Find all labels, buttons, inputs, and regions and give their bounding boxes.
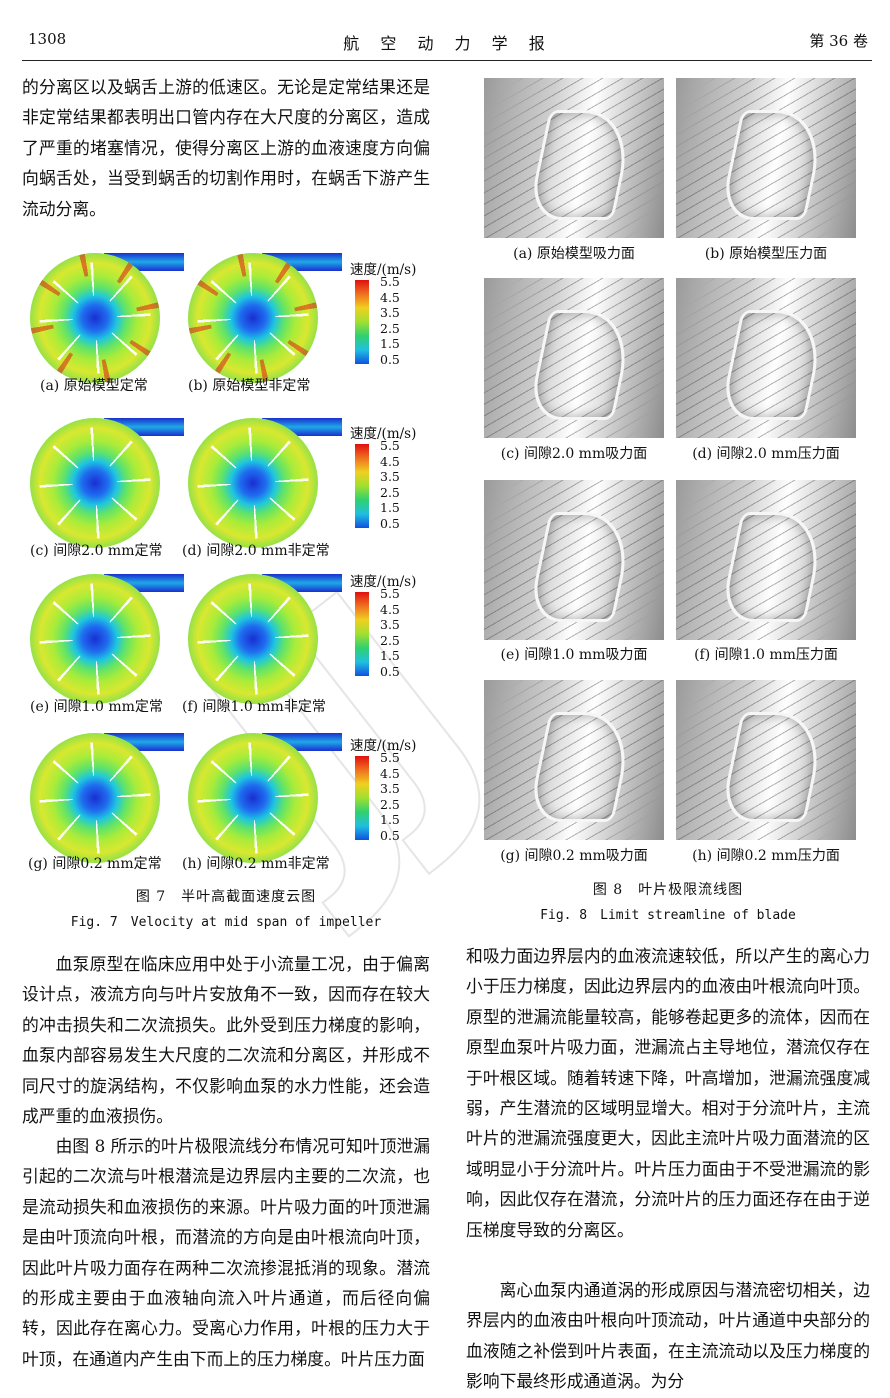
legend-tick: 5.5: [380, 750, 400, 765]
legend-colorbar: [355, 592, 369, 676]
velocity-contour: [30, 733, 160, 863]
legend-tick: 1.5: [380, 500, 400, 515]
legend-tick: 4.5: [380, 289, 400, 305]
legend-tick: 1.5: [380, 812, 400, 827]
legend-tick: 0.5: [380, 663, 400, 679]
body-paragraph: 由图 8 所示的叶片极限流线分布情况可知叶顶泄漏引起的二次流与叶根潜流是边界层内…: [22, 1136, 430, 1369]
subfigure-caption: (d) 间隙2.0 mm压力面: [692, 446, 840, 462]
velocity-contour: [188, 574, 318, 704]
legend-title: 速度/(m/s): [350, 262, 417, 278]
streamline-image: [676, 480, 856, 640]
figure-caption-en: Fig. 7 Velocity at mid span of impeller: [70, 915, 382, 930]
streamline-image: [484, 278, 664, 438]
subfigure-caption: (h) 间隙0.2 mm非定常: [182, 856, 330, 872]
subfigure-caption: (g) 间隙0.2 mm定常: [28, 856, 162, 872]
subfigure-caption: (g) 间隙0.2 mm吸力面: [500, 848, 648, 864]
legend-tick: 2.5: [380, 320, 400, 336]
fig7-row: (a) 原始模型定常 (b) 原始模型非定常: [22, 245, 430, 405]
figure-caption-en: Fig. 8 Limit streamline of blade: [540, 908, 796, 923]
subfigure-caption: (f) 间隙1.0 mm压力面: [694, 647, 838, 663]
legend-tick: 0.5: [380, 351, 400, 367]
legend-tick: 2.5: [380, 484, 400, 500]
legend-tick: 2.5: [380, 632, 400, 648]
legend-colorbar: [355, 280, 369, 364]
legend-tick: 3.5: [380, 781, 400, 796]
body-paragraph: 血泵原型在临床应用中处于小流量工况，由于偏离设计点，液流方向与叶片安放角不一致，…: [22, 954, 430, 1127]
subfigure-caption: (f) 间隙1.0 mm非定常: [182, 699, 326, 715]
subfigure-caption: (a) 原始模型定常: [40, 378, 148, 394]
header-rule: [22, 60, 872, 61]
velocity-contour: [188, 253, 318, 383]
fig7-row: (c) 间隙2.0 mm定常 (d) 间隙2.0 mm非定常: [22, 410, 430, 570]
page-number: 1308: [28, 30, 67, 48]
velocity-contour: [188, 733, 318, 863]
journal-title: 航 空 动 力 学 报: [343, 34, 553, 53]
body-paragraph: 离心血泵内通道涡的形成原因与潜流密切相关，边界层内的血液由叶根向叶顶流动，叶片通…: [466, 1280, 870, 1392]
legend-tick: 3.5: [380, 617, 400, 632]
legend-colorbar: [355, 444, 369, 528]
figure-caption-cn: 图 8 叶片极限流线图: [592, 882, 744, 898]
legend-tick: 3.5: [380, 469, 400, 484]
legend-tick: 0.5: [380, 515, 400, 531]
streamline-image: [676, 278, 856, 438]
subfigure-caption: (b) 原始模型非定常: [188, 378, 311, 394]
legend-tick: 4.5: [380, 765, 400, 781]
subfigure-caption: (e) 间隙1.0 mm定常: [30, 699, 163, 715]
velocity-contour: [30, 418, 160, 548]
legend-ticks: 5.5 4.5 3.5 2.5 1.5 0.5: [380, 586, 400, 679]
legend-ticks: 5.5 4.5 3.5 2.5 1.5 0.5: [380, 750, 400, 843]
velocity-contour: [188, 418, 318, 548]
streamline-image: [484, 480, 664, 640]
subfigure-caption: (d) 间隙2.0 mm非定常: [182, 543, 330, 559]
volume-label: 第 36 卷: [809, 32, 868, 50]
subfigure-caption: (a) 原始模型吸力面: [513, 246, 635, 262]
page-header: 1308 航 空 动 力 学 报 第 36 卷: [28, 30, 868, 56]
legend-ticks: 5.5 4.5 3.5 2.5 1.5 0.5: [380, 438, 400, 531]
subfigure-caption: (e) 间隙1.0 mm吸力面: [500, 647, 648, 663]
legend-colorbar: [355, 756, 369, 840]
subfigure-caption: (c) 间隙2.0 mm定常: [30, 543, 163, 559]
streamline-image: [676, 78, 856, 238]
legend-ticks: 5.5 4.5 3.5 2.5 1.5 0.5: [380, 274, 400, 367]
legend-title: 速度/(m/s): [350, 738, 417, 754]
fig7-row: (g) 间隙0.2 mm定常 (h) 间隙0.2 mm非定常: [22, 725, 430, 885]
fig7-row: (e) 间隙1.0 mm定常 (f) 间隙1.0 mm非定常: [22, 566, 430, 726]
subfigure-caption: (h) 间隙0.2 mm压力面: [692, 848, 840, 864]
streamline-image: [676, 680, 856, 840]
legend-tick: 1.5: [380, 648, 400, 663]
legend-tick: 2.5: [380, 796, 400, 812]
velocity-contour: [30, 574, 160, 704]
legend-tick: 4.5: [380, 453, 400, 469]
legend-tick: 5.5: [380, 586, 400, 601]
legend-tick: 5.5: [380, 274, 400, 289]
streamline-image: [484, 78, 664, 238]
legend-tick: 5.5: [380, 438, 400, 453]
figure-caption-cn: 图 7 半叶高截面速度云图: [135, 889, 317, 905]
velocity-contour: [30, 253, 160, 383]
legend-tick: 0.5: [380, 827, 400, 843]
body-paragraph: 和吸力面边界层内的血液流速较低，所以产生的离心力小于压力梯度，因此边界层内的血液…: [466, 946, 870, 1240]
streamline-image: [484, 680, 664, 840]
legend-title: 速度/(m/s): [350, 426, 417, 442]
subfigure-caption: (b) 原始模型压力面: [704, 246, 828, 262]
legend-tick: 3.5: [380, 305, 400, 320]
legend-tick: 1.5: [380, 336, 400, 351]
intro-paragraph: 的分离区以及蜗舌上游的低速区。无论是定常结果还是非定常结果都表明出口管内存在大尺…: [22, 77, 430, 219]
subfigure-caption: (c) 间隙2.0 mm吸力面: [500, 446, 648, 462]
legend-tick: 4.5: [380, 601, 400, 617]
legend-title: 速度/(m/s): [350, 574, 417, 590]
